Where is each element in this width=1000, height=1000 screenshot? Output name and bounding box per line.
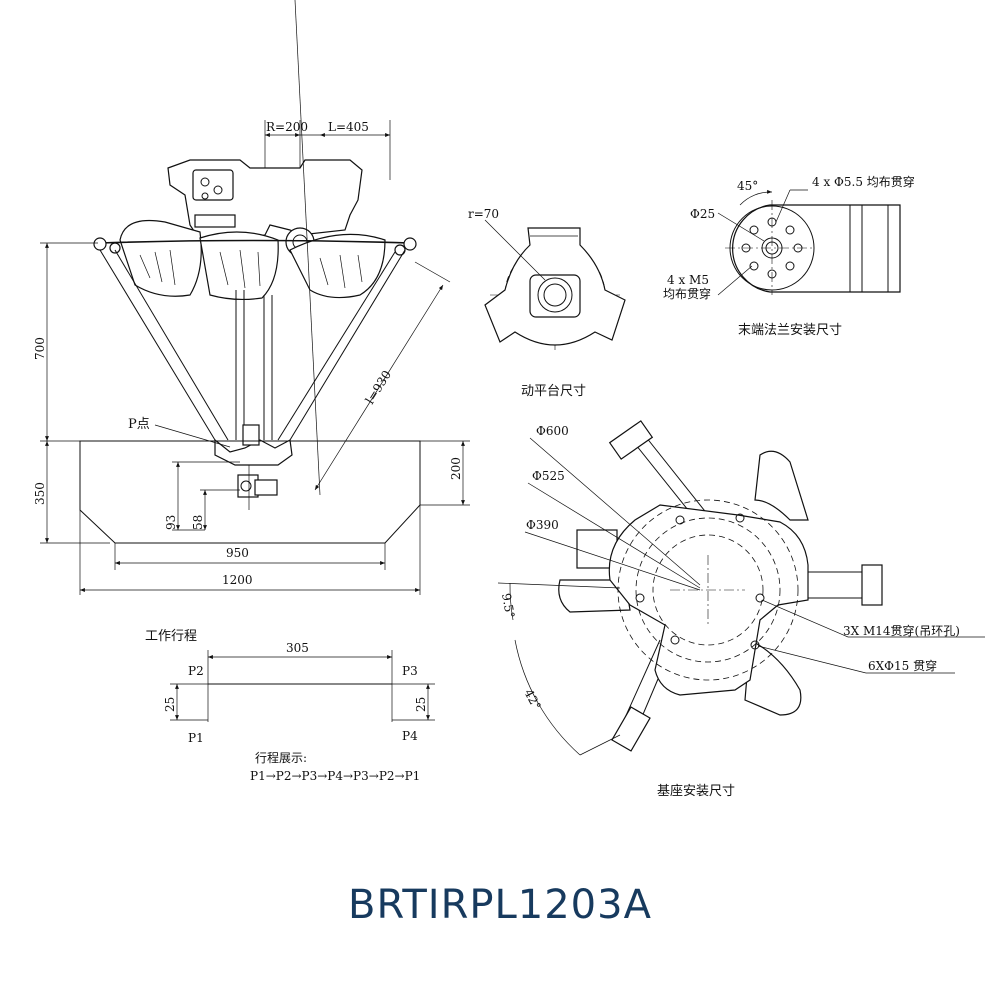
base-angle-small: 9.5° <box>499 592 517 619</box>
label-p-point: P点 <box>128 417 150 432</box>
base-d525: Φ525 <box>532 469 565 483</box>
dim-radius-top: R=200 <box>266 120 308 134</box>
workspace-p3: P3 <box>402 664 418 678</box>
base-plate <box>608 504 809 696</box>
workspace-path-title: 行程展示: <box>255 750 307 765</box>
side-view: R=200 L=405 <box>33 0 470 595</box>
base-mount-holes: 6XΦ15 贯穿 <box>868 658 937 673</box>
base-d390: Φ390 <box>526 518 559 532</box>
base-lifting-holes: 3X M14贯穿(吊环孔) <box>843 623 960 638</box>
base-angle-large: 42° <box>521 687 543 712</box>
flange-diameter: Φ25 <box>690 207 715 221</box>
base-view: Φ600 Φ525 Φ390 9.5° 42° 3X M14贯穿(吊环孔) 6X… <box>497 420 985 799</box>
flange-caption: 末端法兰安装尺寸 <box>738 323 842 338</box>
dim-93: 93 <box>164 515 178 530</box>
workspace-p1: P1 <box>188 731 204 745</box>
workspace-p4: P4 <box>402 729 418 743</box>
dim-width-1200: 1200 <box>222 573 253 587</box>
flange-m5-line1: 4 x M5 <box>667 273 709 287</box>
base-d600: Φ600 <box>536 424 569 438</box>
model-title: BRTIRPL1203A <box>348 882 652 928</box>
dim-length-top: L=405 <box>328 120 369 134</box>
flange-holes-top: 4 x Φ5.5 均布贯穿 <box>812 174 915 189</box>
dim-58: 58 <box>191 515 205 530</box>
workspace-title: 工作行程 <box>145 629 197 644</box>
workspace-height-left: 25 <box>163 697 177 712</box>
dim-arm-length: l=930 <box>363 368 394 407</box>
workspace-p2: P2 <box>188 664 204 678</box>
base-caption: 基座安装尺寸 <box>657 784 735 799</box>
flange-m5-line2: 均布贯穿 <box>663 286 711 301</box>
platform-caption: 动平台尺寸 <box>521 384 586 399</box>
workspace-path: P1→P2→P3→P4→P3→P2→P1 <box>250 769 420 783</box>
flange-view: 45° 4 x Φ5.5 均布贯穿 Φ25 4 x M5 均布贯穿 末端法兰安装… <box>663 174 915 338</box>
moving-platform-view: r=70 动平台尺寸 <box>468 207 626 399</box>
workspace-height-right: 25 <box>414 697 428 712</box>
dim-height-upper: 700 <box>33 337 47 360</box>
workspace-width: 305 <box>286 641 309 655</box>
dim-height-lower: 350 <box>33 482 47 505</box>
workspace-diagram: 工作行程 305 25 25 P2 P3 P1 P4 行程展示: P1→P2→P… <box>145 629 435 783</box>
dim-width-950: 950 <box>226 546 249 560</box>
dim-depth-right: 200 <box>449 457 463 480</box>
platform-radius-label: r=70 <box>468 207 499 221</box>
flange-angle: 45° <box>737 179 758 193</box>
